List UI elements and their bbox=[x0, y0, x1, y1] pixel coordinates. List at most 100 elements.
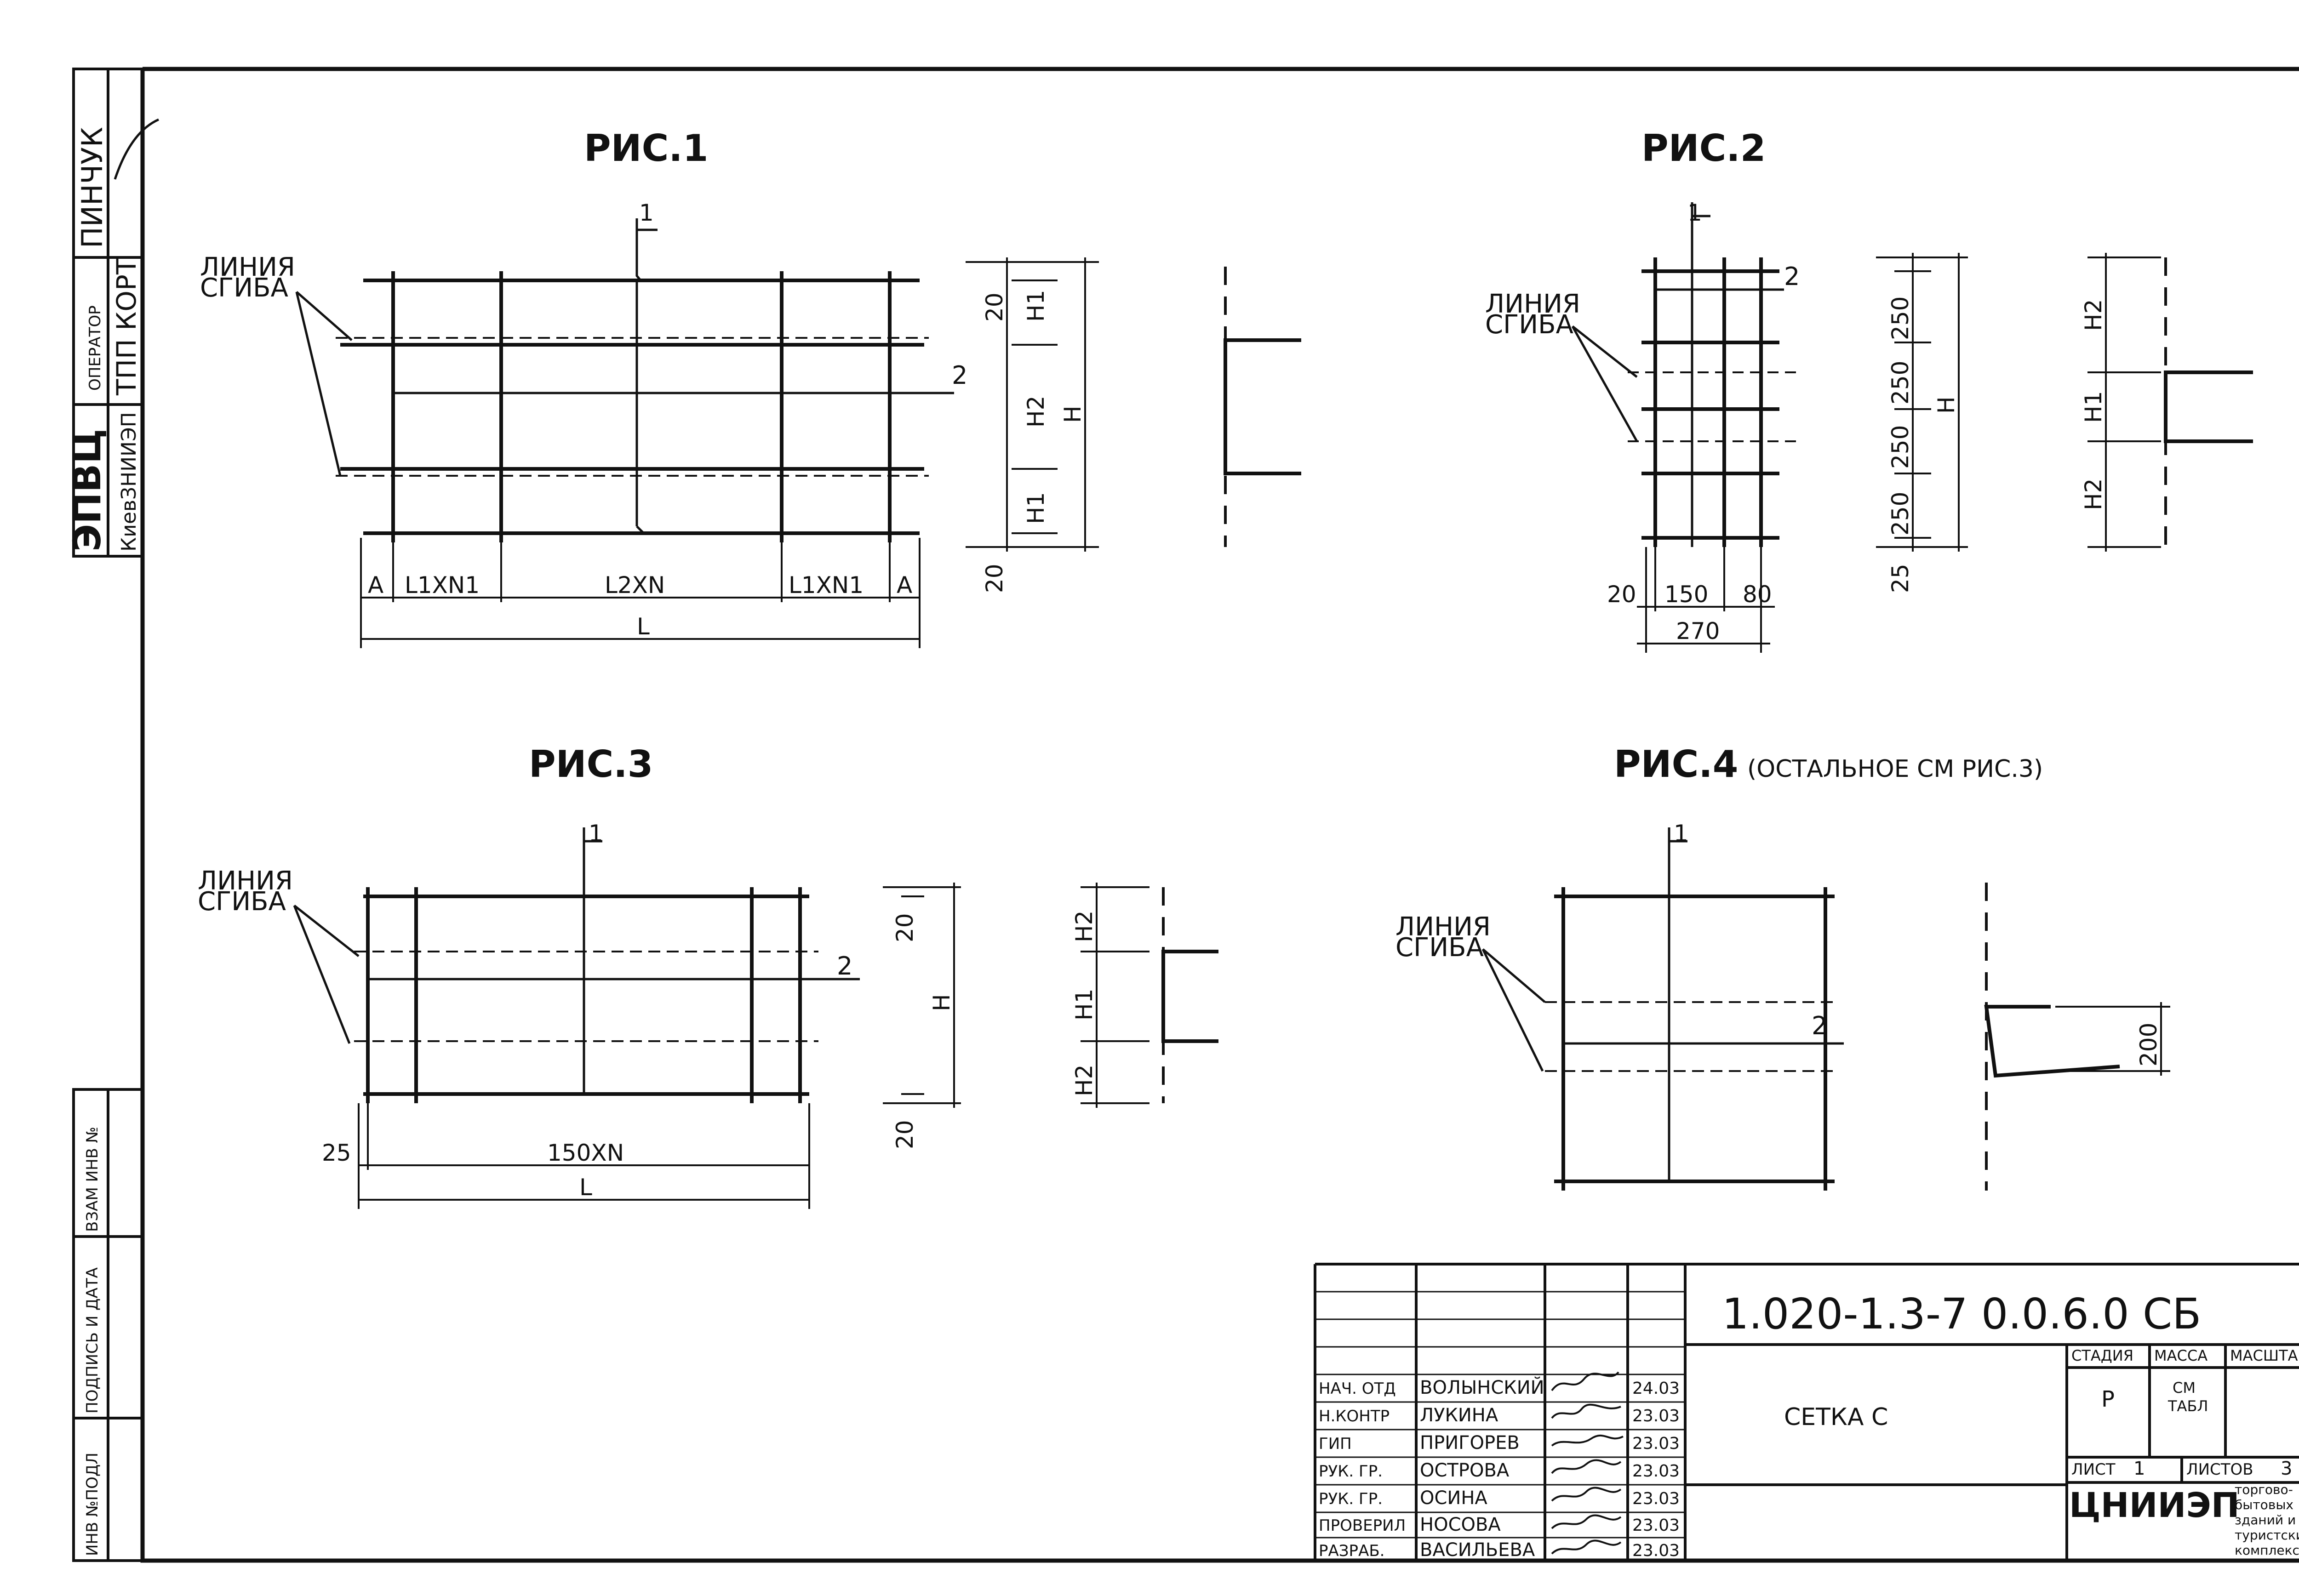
mass-value-1: СМ bbox=[2173, 1379, 2196, 1396]
row-name: НОСОВА bbox=[1420, 1514, 1501, 1535]
fig1-dim-l1n1-right: L1XN1 bbox=[789, 572, 864, 598]
fig3-title: РИС.3 bbox=[529, 743, 653, 786]
fig2-mark-1: 1 bbox=[1687, 200, 1702, 226]
fig3-bend-label-2: СГИБА bbox=[198, 887, 286, 917]
row-role: РАЗРАБ. bbox=[1319, 1542, 1384, 1560]
row-role: РУК. ГР. bbox=[1319, 1490, 1383, 1508]
org-desc-1: торгово- bbox=[2235, 1482, 2293, 1497]
side-stamp: ПИНЧУК ОПЕРАТОР ТПП КОРТ ЭПВЦ КиевЗНИИЭП bbox=[66, 68, 160, 558]
stage-value: Р bbox=[2101, 1386, 2115, 1412]
row-role: Н.КОНТР bbox=[1319, 1407, 1390, 1425]
fig2-dim-h1: H1 bbox=[2080, 391, 2107, 423]
fig1-mark-1: 1 bbox=[639, 200, 654, 226]
fig4-mark-1: 1 bbox=[1674, 820, 1688, 847]
fig3-dim-20-top: 20 bbox=[892, 913, 918, 942]
org-name: ЦНИИЭП bbox=[2069, 1486, 2240, 1525]
fig2-title: РИС.2 bbox=[1641, 127, 1766, 170]
fig3-dim-150n: 150XN bbox=[547, 1140, 624, 1166]
fig3-dim-h1: H1 bbox=[1071, 989, 1098, 1020]
fig4-dim-200: 200 bbox=[2135, 1023, 2162, 1066]
sheets-value: 3 bbox=[2281, 1458, 2292, 1479]
fig1-dim-h2: H2 bbox=[1023, 396, 1049, 428]
row-name: ЛУКИНА bbox=[1420, 1405, 1498, 1426]
fig2-dim-250-2: 250 bbox=[1887, 361, 1914, 405]
row-role: НАЧ. ОТД bbox=[1319, 1379, 1396, 1398]
fig2-dim-25: 25 bbox=[1887, 564, 1914, 593]
side-stamp-org-sub: КиевЗНИИЭП bbox=[117, 412, 141, 552]
fig3-dim-20-bottom: 20 bbox=[892, 1120, 918, 1149]
fig1-bend-label-1: ЛИНИЯ bbox=[200, 252, 295, 282]
org-desc-2: бытовых bbox=[2235, 1497, 2293, 1512]
figure-3: РИС.3 ЛИНИЯ СГИБА 1 2 bbox=[198, 743, 1218, 1209]
fig3-mark-1: 1 bbox=[589, 820, 603, 847]
row-role: РУК. ГР. bbox=[1319, 1462, 1383, 1481]
fig2-bend-label-1: ЛИНИЯ bbox=[1485, 289, 1580, 319]
fig1-dim-a-right: A bbox=[897, 572, 912, 598]
signature-rows: НАЧ. ОТД ВОЛЫНСКИЙ 24.03 Н.КОНТР ЛУКИНА … bbox=[1319, 1376, 1680, 1561]
row-date: 23.03 bbox=[1632, 1462, 1680, 1481]
row-role: ПРОВЕРИЛ bbox=[1319, 1516, 1406, 1535]
fig4-bend-label-2: СГИБА bbox=[1395, 933, 1484, 963]
fig4-bend-label-1: ЛИНИЯ bbox=[1395, 912, 1491, 942]
row-name: ОСИНА bbox=[1420, 1488, 1487, 1509]
fig2-dim-80: 80 bbox=[1743, 581, 1772, 608]
fig1-dim-l1n1-left: L1XN1 bbox=[405, 572, 480, 598]
stage-label: СТАДИЯ bbox=[2071, 1347, 2133, 1364]
row-date: 23.03 bbox=[1632, 1516, 1680, 1535]
designation: 1.020-1.3-7 0.0.6.0 СБ bbox=[1722, 1289, 2201, 1339]
sheets-label: ЛИСТОВ bbox=[2186, 1460, 2253, 1479]
row-name: ВАСИЛЬЕВА bbox=[1420, 1539, 1535, 1561]
mass-label: МАССА bbox=[2154, 1347, 2207, 1364]
fig1-title: РИС.1 bbox=[584, 127, 708, 170]
fig1-dim-h1-bottom: H1 bbox=[1023, 492, 1049, 524]
fig2-dim-h2-top: H2 bbox=[2080, 299, 2107, 331]
fig1-dim-a-left: A bbox=[368, 572, 383, 598]
org-desc-3: зданий и bbox=[2235, 1512, 2296, 1528]
side-stamp-operator-value: ТПП КОРТ bbox=[111, 258, 142, 396]
fig2-dim-250-1: 250 bbox=[1887, 296, 1914, 340]
fig3-dim-h: H bbox=[928, 994, 955, 1011]
fig2-dim-250-3: 250 bbox=[1887, 425, 1914, 469]
fig4-note: (ОСТАЛЬНОЕ СМ РИС.3) bbox=[1747, 755, 2043, 783]
fig2-dim-h: H bbox=[1933, 396, 1960, 414]
title-block: НАЧ. ОТД ВОЛЫНСКИЙ 24.03 Н.КОНТР ЛУКИНА … bbox=[1314, 1263, 2299, 1561]
fig2-bend-label-2: СГИБА bbox=[1485, 310, 1573, 340]
fig1-dim-l: L bbox=[637, 613, 650, 640]
fig2-dim-20: 20 bbox=[1607, 581, 1636, 608]
fig1-dim-h1-top: H1 bbox=[1023, 290, 1049, 322]
fig3-mark-2: 2 bbox=[837, 952, 852, 980]
fig2-mark-2: 2 bbox=[1784, 262, 1800, 291]
fig2-dim-h2-bottom: H2 bbox=[2080, 479, 2107, 510]
fig3-dim-h2-bottom: H2 bbox=[1071, 1065, 1098, 1096]
fig1-bend-label-2: СГИБА bbox=[200, 273, 288, 303]
row-date: 24.03 bbox=[1632, 1379, 1680, 1398]
row-name: ПРИГОРЕВ bbox=[1420, 1432, 1520, 1454]
signature-scribbles bbox=[1551, 1371, 1624, 1555]
row-name: ОСТРОВА bbox=[1420, 1460, 1510, 1481]
fig1-dim-20-bottom: 20 bbox=[981, 564, 1008, 593]
fig4-title: РИС.4 bbox=[1614, 743, 1738, 786]
row-role: ГИП bbox=[1319, 1435, 1352, 1453]
sheet-value: 1 bbox=[2133, 1458, 2145, 1479]
fig4-mark-2: 2 bbox=[1812, 1011, 1827, 1040]
scale-label: МАСШТАБ bbox=[2230, 1347, 2299, 1364]
mass-value-2: ТАБЛ bbox=[2167, 1397, 2208, 1415]
side-col-podpis: ПОДПИСЬ И ДАТА bbox=[83, 1267, 102, 1414]
figure-2: РИС.2 ЛИНИЯ СГИБА 1 2 bbox=[1485, 127, 2253, 653]
fig3-dim-25: 25 bbox=[322, 1140, 351, 1166]
sheet-title: СЕТКА С bbox=[1784, 1403, 1888, 1431]
fig1-dim-l2n: L2XN bbox=[605, 572, 665, 598]
fig3-dim-l: L bbox=[579, 1174, 592, 1201]
fig3-dim-h2-top: H2 bbox=[1071, 911, 1098, 942]
row-date: 23.03 bbox=[1632, 1541, 1680, 1560]
fig2-dim-270: 270 bbox=[1676, 618, 1720, 644]
row-date: 23.03 bbox=[1632, 1434, 1680, 1453]
fig2-dim-150: 150 bbox=[1664, 581, 1708, 608]
row-name: ВОЛЫНСКИЙ bbox=[1420, 1376, 1544, 1398]
side-stamp-org: ЭПВЦ bbox=[66, 429, 109, 552]
side-col-vzam: ВЗАМ ИНВ № bbox=[83, 1127, 102, 1232]
fig1-dim-h: H bbox=[1059, 405, 1086, 423]
side-stamp-operator-label: ОПЕРАТОР bbox=[86, 305, 104, 391]
fig3-bend-label-1: ЛИНИЯ bbox=[198, 866, 293, 896]
